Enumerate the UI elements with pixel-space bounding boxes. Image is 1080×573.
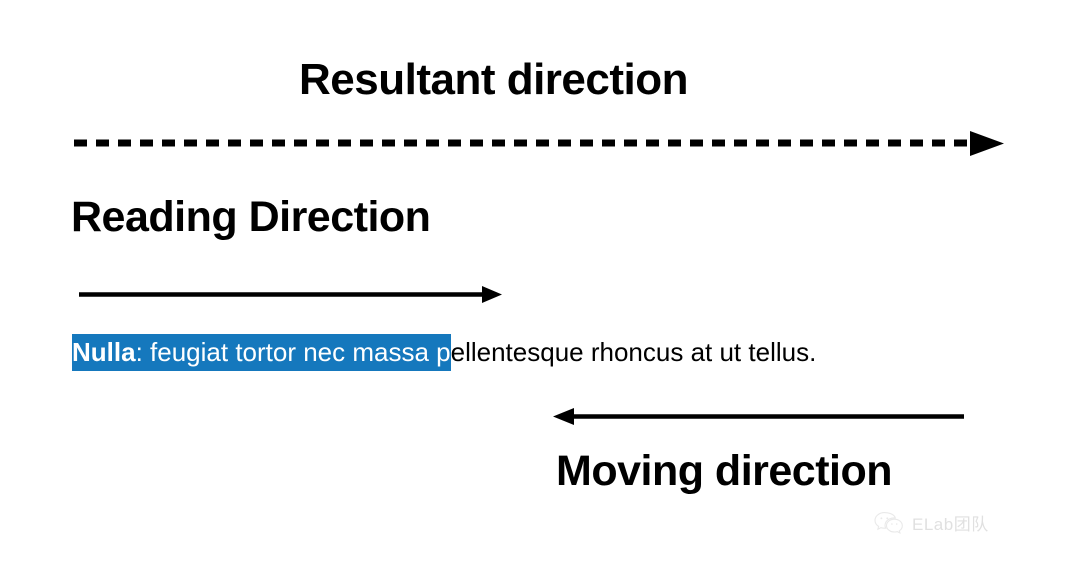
watermark-label: ELab团队 xyxy=(912,515,989,534)
selected-bold-term: Nulla xyxy=(72,337,136,367)
watermark: ELab团队 xyxy=(874,510,989,535)
moving-direction-arrow xyxy=(553,408,964,425)
unselected-text-run: ellentesque rhoncus at ut tellus. xyxy=(450,337,817,367)
selected-text-run[interactable]: Nulla: feugiat tortor nec massa p xyxy=(72,334,451,371)
selected-plain-text: : feugiat tortor nec massa p xyxy=(135,337,451,367)
moving-direction-label: Moving direction xyxy=(556,447,893,495)
wechat-icon xyxy=(874,511,903,534)
reading-direction-label: Reading Direction xyxy=(71,193,431,241)
reading-direction-arrow xyxy=(79,286,502,303)
resultant-direction-label: Resultant direction xyxy=(299,55,689,104)
body-sentence: Nulla: feugiat tortor nec massa pellente… xyxy=(72,334,817,371)
reading-arrow-head xyxy=(482,286,502,303)
resultant-direction-arrow xyxy=(74,131,1004,156)
moving-arrow-head xyxy=(553,408,574,425)
resultant-arrow-head xyxy=(970,131,1004,156)
